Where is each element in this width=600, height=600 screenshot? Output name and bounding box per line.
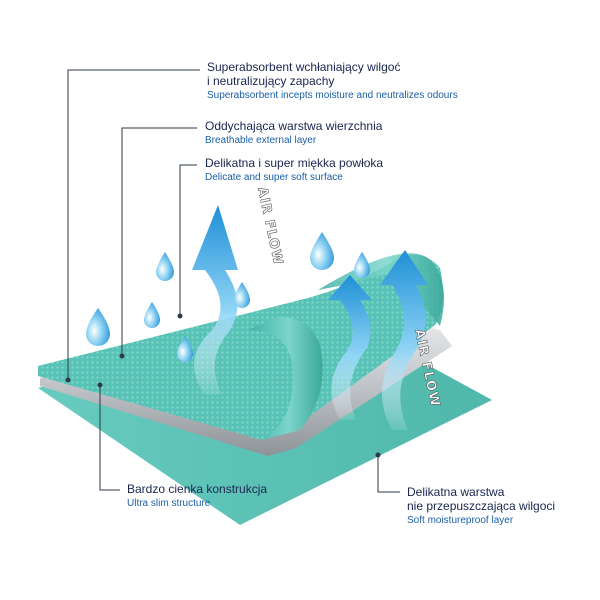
label-ultra-slim-pl: Bardzo cienka konstrukcja [127,483,267,497]
label-moistureproof: Delikatna warstwa nie przepuszczająca wi… [407,486,555,526]
leader-soft-surface [180,165,197,316]
leader-moistureproof [378,455,400,492]
droplet-icon [144,302,160,328]
label-soft-surface: Delikatna i super miękka powłoka Delicat… [205,157,383,183]
label-superabsorbent-pl-2: i neutralizujący zapachy [207,75,458,89]
droplet-icon [234,282,250,308]
droplet-icon [354,252,370,278]
label-superabsorbent-pl-1: Superabsorbent wchłaniający wilgoć [207,61,458,75]
label-soft-surface-pl: Delikatna i super miękka powłoka [205,157,383,171]
label-superabsorbent-en: Superabsorbent incepts moisture and neut… [207,90,458,102]
label-breathable-pl: Oddychająca warstwa wierzchnia [205,120,382,134]
label-superabsorbent: Superabsorbent wchłaniający wilgoć i neu… [207,61,458,101]
label-ultra-slim-en: Ultra slim structure [127,498,267,510]
droplet-icon [310,232,334,270]
label-breathable-en: Breathable external layer [205,135,382,147]
label-soft-surface-en: Delicate and super soft surface [205,172,383,184]
label-moistureproof-en: Soft moistureproof layer [407,515,555,527]
droplet-icon [156,252,174,281]
droplet-icon [86,308,110,346]
label-breathable: Oddychająca warstwa wierzchnia Breathabl… [205,120,382,146]
airflow-label-top: AIR FLOW [254,186,285,267]
label-moistureproof-pl-2: nie przepuszczająca wilgoci [407,500,555,514]
label-moistureproof-pl-1: Delikatna warstwa [407,486,555,500]
label-ultra-slim: Bardzo cienka konstrukcja Ultra slim str… [127,483,267,509]
